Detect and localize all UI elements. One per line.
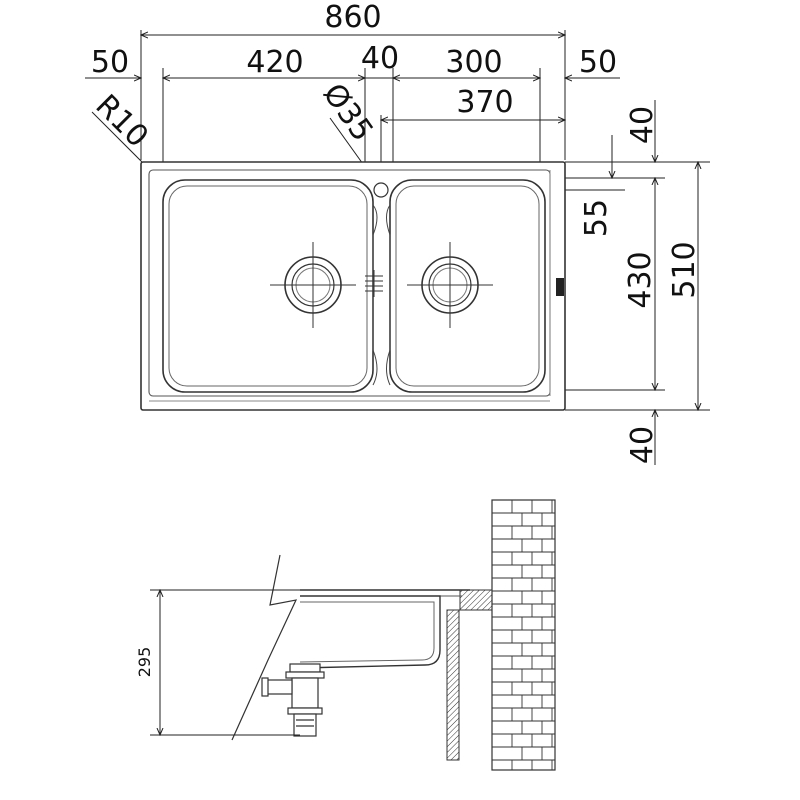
- label-40-bottom: 40: [625, 426, 660, 464]
- overflow-slot: [556, 278, 564, 296]
- label-430: 430: [623, 251, 658, 308]
- bowl-bridge: [365, 204, 391, 386]
- label-40-top: 40: [625, 106, 660, 144]
- waste-trap: [261, 663, 325, 737]
- break-line: [231, 554, 298, 741]
- label-420: 420: [246, 45, 303, 80]
- right-drain: [407, 242, 493, 328]
- label-295: 295: [135, 647, 154, 678]
- bowl-profile: [299, 595, 441, 669]
- label-370: 370: [456, 85, 513, 120]
- brick-wall: [491, 499, 556, 771]
- label-300: 300: [445, 45, 502, 80]
- side-view: 295: [135, 499, 556, 771]
- countertop: [300, 589, 493, 611]
- top-view: 860 50 420 40 300 50 370 R10 Ø35 40 55 4…: [85, 0, 710, 465]
- label-tap-hole: Ø35: [316, 77, 380, 148]
- label-50-left: 50: [91, 45, 129, 80]
- left-drain: [270, 242, 356, 328]
- tap-hole: [373, 182, 389, 198]
- label-55: 55: [579, 199, 614, 237]
- sink-outer-rim: [140, 161, 566, 411]
- label-860: 860: [324, 0, 381, 35]
- label-r10: R10: [88, 88, 154, 154]
- label-40-bridge: 40: [361, 41, 399, 76]
- cabinet-panel: [446, 609, 460, 761]
- label-50-right: 50: [579, 45, 617, 80]
- label-510: 510: [667, 241, 702, 298]
